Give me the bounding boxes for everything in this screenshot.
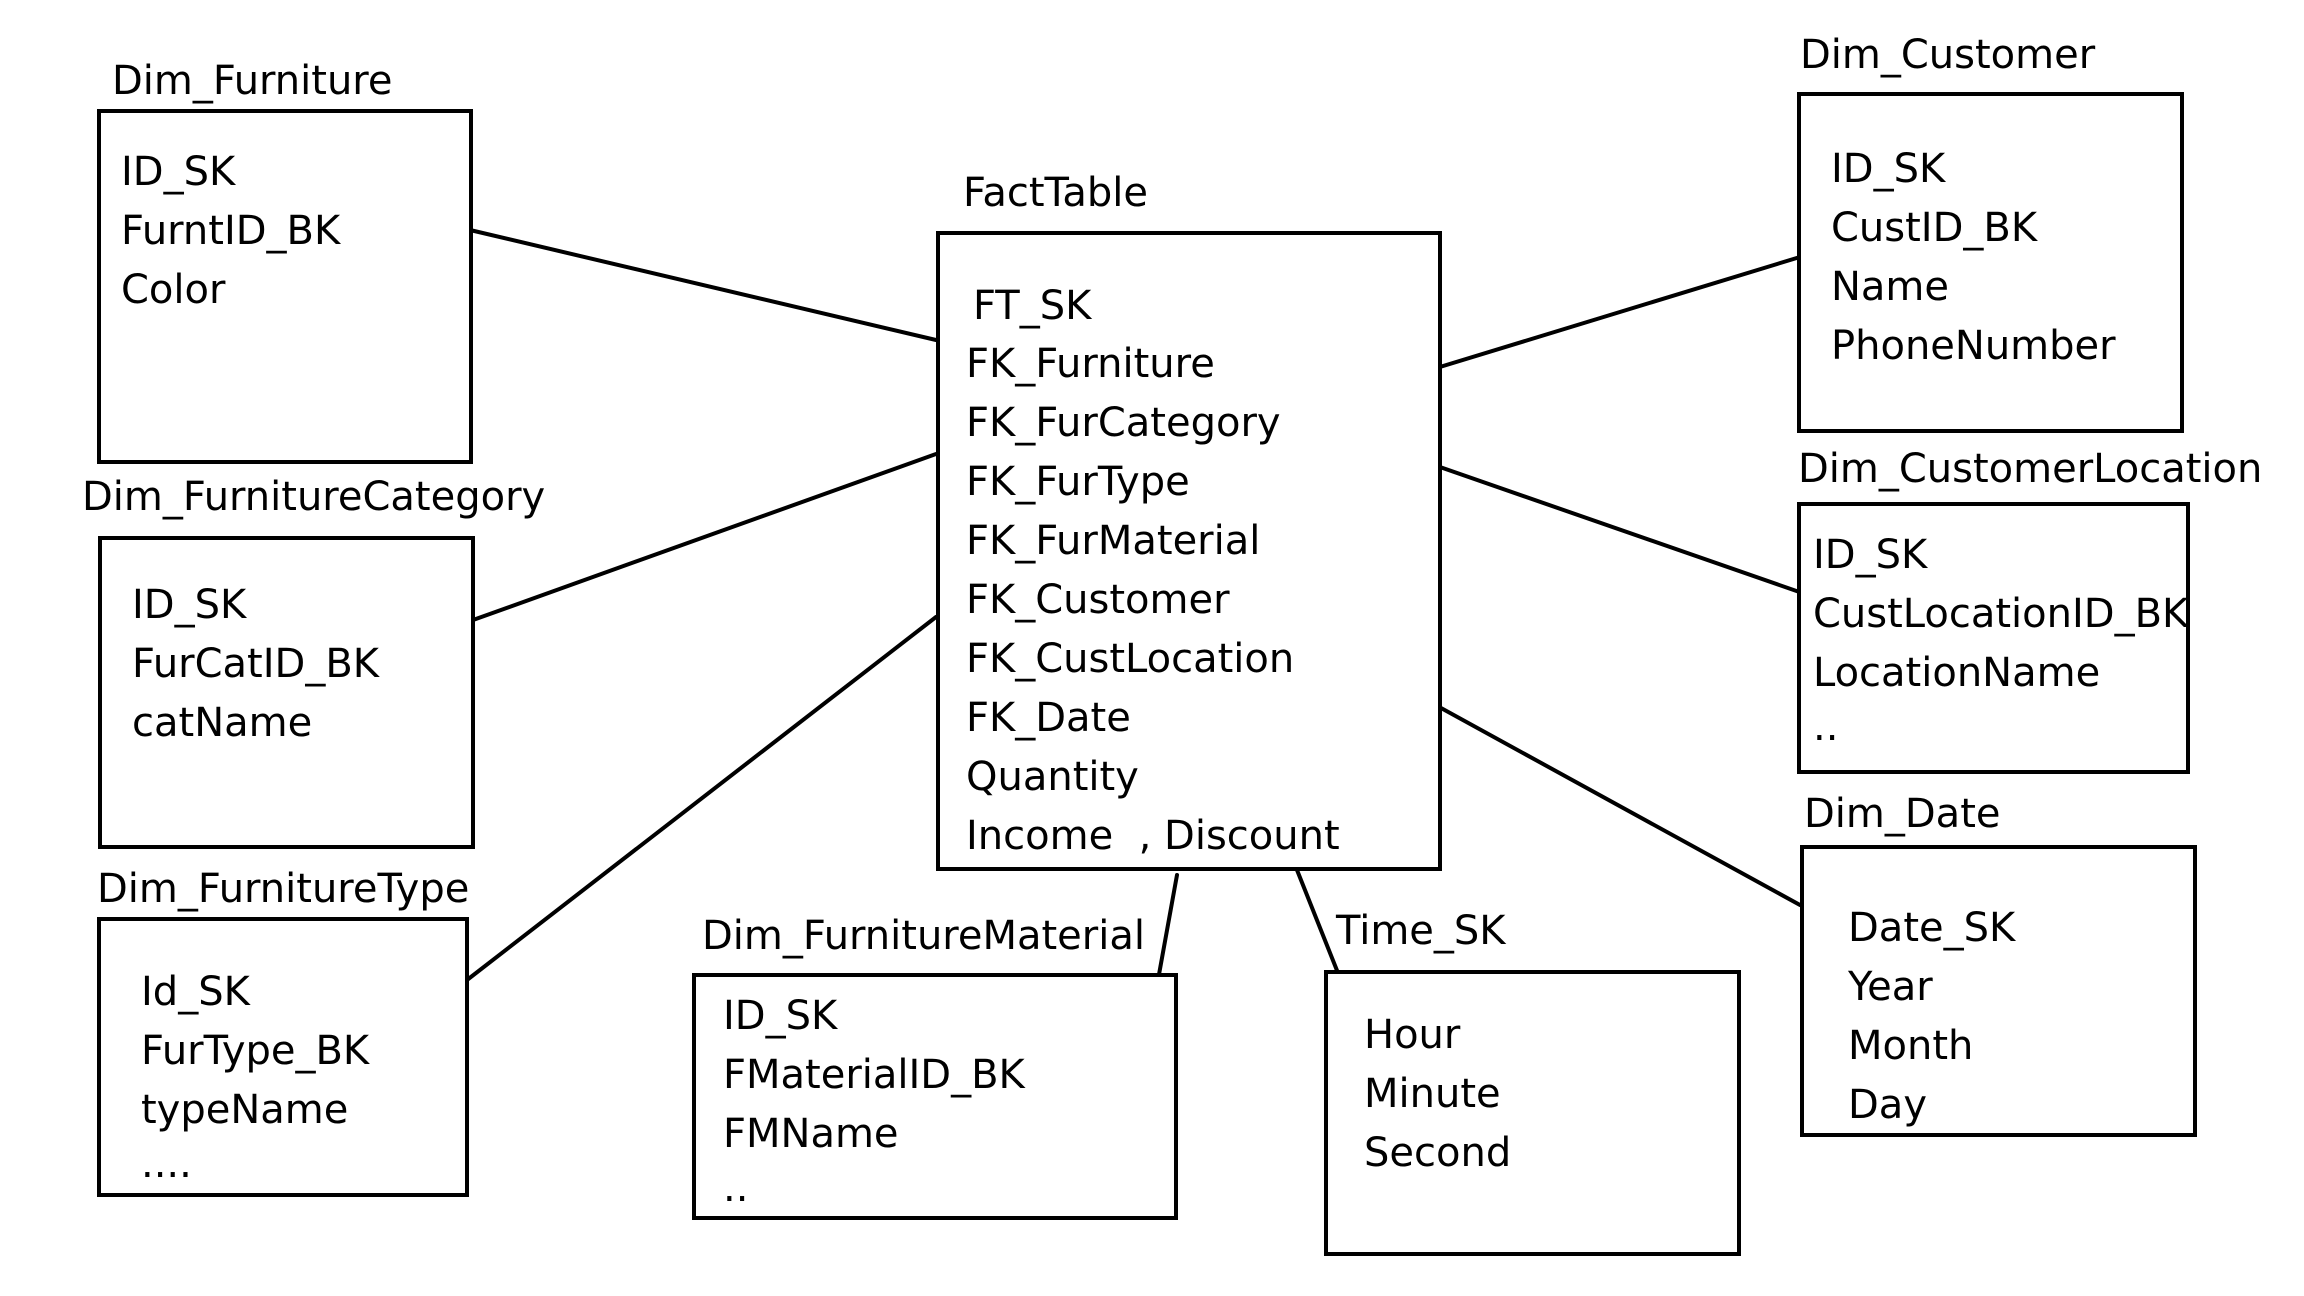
dim-furniture-category-table: ID_SK FurCatID_BK catName xyxy=(98,536,475,849)
link-fact-date xyxy=(1439,706,1802,907)
table-field: Hour xyxy=(1364,1012,1461,1058)
dim-furniture-material-title: Dim_FurnitureMaterial xyxy=(702,913,1145,959)
table-field: PhoneNumber xyxy=(1831,323,2116,369)
table-field: .. xyxy=(723,1165,749,1211)
table-field: .. xyxy=(1813,704,1839,750)
table-field: CustLocationID_BK xyxy=(1813,591,2189,637)
dim-customer-location-title: Dim_CustomerLocation xyxy=(1798,446,2263,492)
link-fact-time xyxy=(1295,868,1340,975)
table-field: LocationName xyxy=(1813,650,2101,696)
table-field: FK_FurType xyxy=(966,459,1190,505)
table-field: ID_SK xyxy=(121,149,236,195)
table-field: FK_Customer xyxy=(966,577,1230,623)
table-field: Color xyxy=(121,267,226,313)
time-sk-title: Time_SK xyxy=(1336,908,1506,954)
table-field: FK_CustLocation xyxy=(966,636,1295,682)
table-field: FurCatID_BK xyxy=(132,641,380,687)
table-field: FK_Date xyxy=(966,695,1131,741)
table-field: Minute xyxy=(1364,1071,1501,1117)
table-field: Date_SK xyxy=(1848,905,2016,951)
table-field: Name xyxy=(1831,264,1950,310)
table-field: Month xyxy=(1848,1023,1974,1069)
dim-furniture-type-title: Dim_FurnitureType xyxy=(97,866,470,912)
table-field: FurntID_BK xyxy=(121,208,341,254)
dim-furniture-table: ID_SK FurntID_BK Color xyxy=(97,109,473,464)
table-field: typeName xyxy=(141,1087,349,1133)
table-field: FT_SK xyxy=(973,283,1092,329)
table-field: Quantity xyxy=(966,754,1139,800)
dim-customer-table: ID_SK CustID_BK Name PhoneNumber xyxy=(1797,92,2184,433)
fact-table: FT_SK FK_Furniture FK_FurCategory FK_Fur… xyxy=(936,231,1442,871)
link-fact-customer xyxy=(1428,255,1802,372)
table-field: FK_FurMaterial xyxy=(966,518,1261,564)
table-field: catName xyxy=(132,700,313,746)
dim-furniture-category-title: Dim_FurnitureCategory xyxy=(82,474,546,520)
dim-date-table: Date_SK Year Month Day xyxy=(1800,845,2197,1137)
link-fact-customer-location xyxy=(1435,464,1810,597)
table-field: FurType_BK xyxy=(141,1028,370,1074)
fact-table-title: FactTable xyxy=(963,170,1148,216)
dim-furniture-title: Dim_Furniture xyxy=(112,58,393,104)
dim-date-title: Dim_Date xyxy=(1804,791,2001,837)
table-field: FK_FurCategory xyxy=(966,400,1281,446)
table-field: CustID_BK xyxy=(1831,205,2038,251)
link-fact-furniture-material xyxy=(1156,873,1179,982)
link-fact-furniture-category xyxy=(471,452,938,622)
dim-customer-location-table: ID_SK CustLocationID_BK LocationName .. xyxy=(1797,502,2190,774)
table-field: FMaterialID_BK xyxy=(723,1052,1025,1098)
table-field: Year xyxy=(1848,964,1933,1010)
table-field: ID_SK xyxy=(723,993,838,1039)
link-fact-furniture-type xyxy=(465,615,938,982)
dim-furniture-type-table: Id_SK FurType_BK typeName .... xyxy=(97,917,469,1197)
table-field: FMName xyxy=(723,1111,899,1157)
table-field: ID_SK xyxy=(1813,532,1928,578)
table-field: FK_Furniture xyxy=(966,341,1215,387)
table-field: ID_SK xyxy=(1831,146,1946,192)
table-field: .... xyxy=(141,1141,192,1187)
dim-customer-title: Dim_Customer xyxy=(1800,32,2096,78)
table-field: Second xyxy=(1364,1130,1512,1176)
table-field: Day xyxy=(1848,1082,1927,1128)
table-field: Income , Discount xyxy=(966,813,1340,859)
table-field: Id_SK xyxy=(141,969,250,1015)
dim-furniture-material-table: ID_SK FMaterialID_BK FMName .. xyxy=(692,973,1178,1220)
table-field: ID_SK xyxy=(132,582,247,628)
time-sk-table: Hour Minute Second xyxy=(1324,970,1741,1256)
link-fact-furniture xyxy=(468,228,938,342)
